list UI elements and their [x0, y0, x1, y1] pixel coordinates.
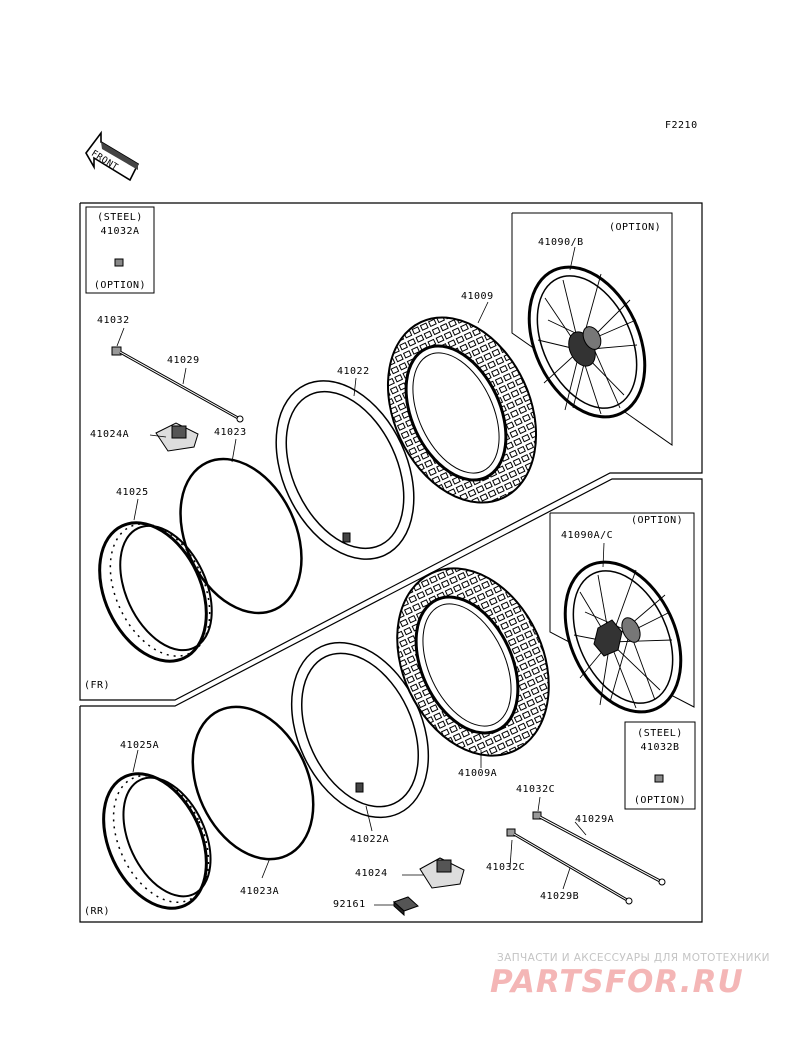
rim-band-41024-icon [419, 857, 465, 889]
nut-41032B-icon [654, 774, 664, 783]
watermark-tagline: ЗАПЧАСТИ И АКСЕССУАРЫ ДЛЯ МОТОТЕХНИКИ [497, 952, 770, 964]
tire-41009A-icon [396, 567, 550, 757]
part-41022A-label: 41022A [350, 834, 390, 845]
spoke-nut-front-icon [111, 346, 122, 356]
watermark-logo: PARTSFOR.RU [490, 964, 744, 1000]
rim-tape-41023-icon [179, 457, 303, 615]
valve-cap-92161-icon [393, 896, 419, 917]
part-41024-label: 41024 [355, 868, 388, 879]
part-41090AC-label: 41090A/C [561, 530, 614, 541]
leader-lines [116, 246, 605, 906]
rim-41025-icon [98, 521, 213, 663]
front-arrow-icon [85, 130, 140, 182]
part-41032A-label: 41032A [100, 226, 140, 237]
option-label-steel-rear: (OPTION) [633, 795, 687, 806]
part-41023A-label: 41023A [240, 886, 280, 897]
spoke-nut-41032C-top-icon [532, 811, 542, 820]
steel-label-front: (STEEL) [97, 212, 143, 223]
spoke-41029B-icon [513, 832, 633, 905]
part-41032-label: 41032 [97, 315, 130, 326]
part-41022-label: 41022 [337, 366, 370, 377]
option-label-wheel-front: (OPTION) [609, 222, 662, 233]
wheel-41090B-icon [527, 265, 647, 419]
part-41032B-label: 41032B [640, 742, 680, 753]
rim-41025A-icon [102, 772, 212, 910]
part-41023-label: 41023 [214, 427, 247, 438]
part-41029-label: 41029 [167, 355, 200, 366]
option-label-wheel-rear: (OPTION) [631, 515, 684, 526]
steel-option-box-front [85, 206, 155, 294]
rim-tape-41023A-icon [191, 705, 315, 861]
tire-41009-icon [386, 316, 538, 504]
part-41029A-label: 41029A [575, 814, 615, 825]
part-41009-label: 41009 [461, 291, 494, 302]
spoke-41029A-icon [539, 815, 666, 886]
part-41090B-label: 41090/B [538, 237, 584, 248]
figure-code: F2210 [665, 120, 698, 131]
part-41025A-label: 41025A [120, 740, 160, 751]
section-rear-label: (RR) [84, 906, 111, 917]
rim-band-41024A-icon [155, 422, 199, 452]
section-front-label: (FR) [84, 680, 111, 691]
spoke-41029-icon [119, 350, 244, 423]
part-41032C-bottom-label: 41032C [486, 862, 526, 873]
steel-option-box-rear [624, 721, 696, 810]
part-41029B-label: 41029B [540, 891, 580, 902]
part-41009A-label: 41009A [458, 768, 498, 779]
part-92161-label: 92161 [333, 899, 366, 910]
part-41025-label: 41025 [116, 487, 149, 498]
section-frame-front [79, 202, 703, 701]
wheel-option-box-front [511, 212, 673, 446]
wheel-option-box-rear [549, 512, 695, 708]
nut-41032A-icon [114, 258, 124, 267]
option-label-steel-front: (OPTION) [93, 280, 147, 291]
part-41024A-label: 41024A [90, 429, 130, 440]
tube-41022-icon [275, 380, 415, 560]
part-41032C-top-label: 41032C [516, 784, 556, 795]
section-frame-rear [79, 478, 703, 923]
wheel-41090AC-icon [563, 560, 683, 714]
steel-label-rear: (STEEL) [637, 728, 683, 739]
spoke-nut-41032C-bottom-icon [506, 828, 516, 837]
